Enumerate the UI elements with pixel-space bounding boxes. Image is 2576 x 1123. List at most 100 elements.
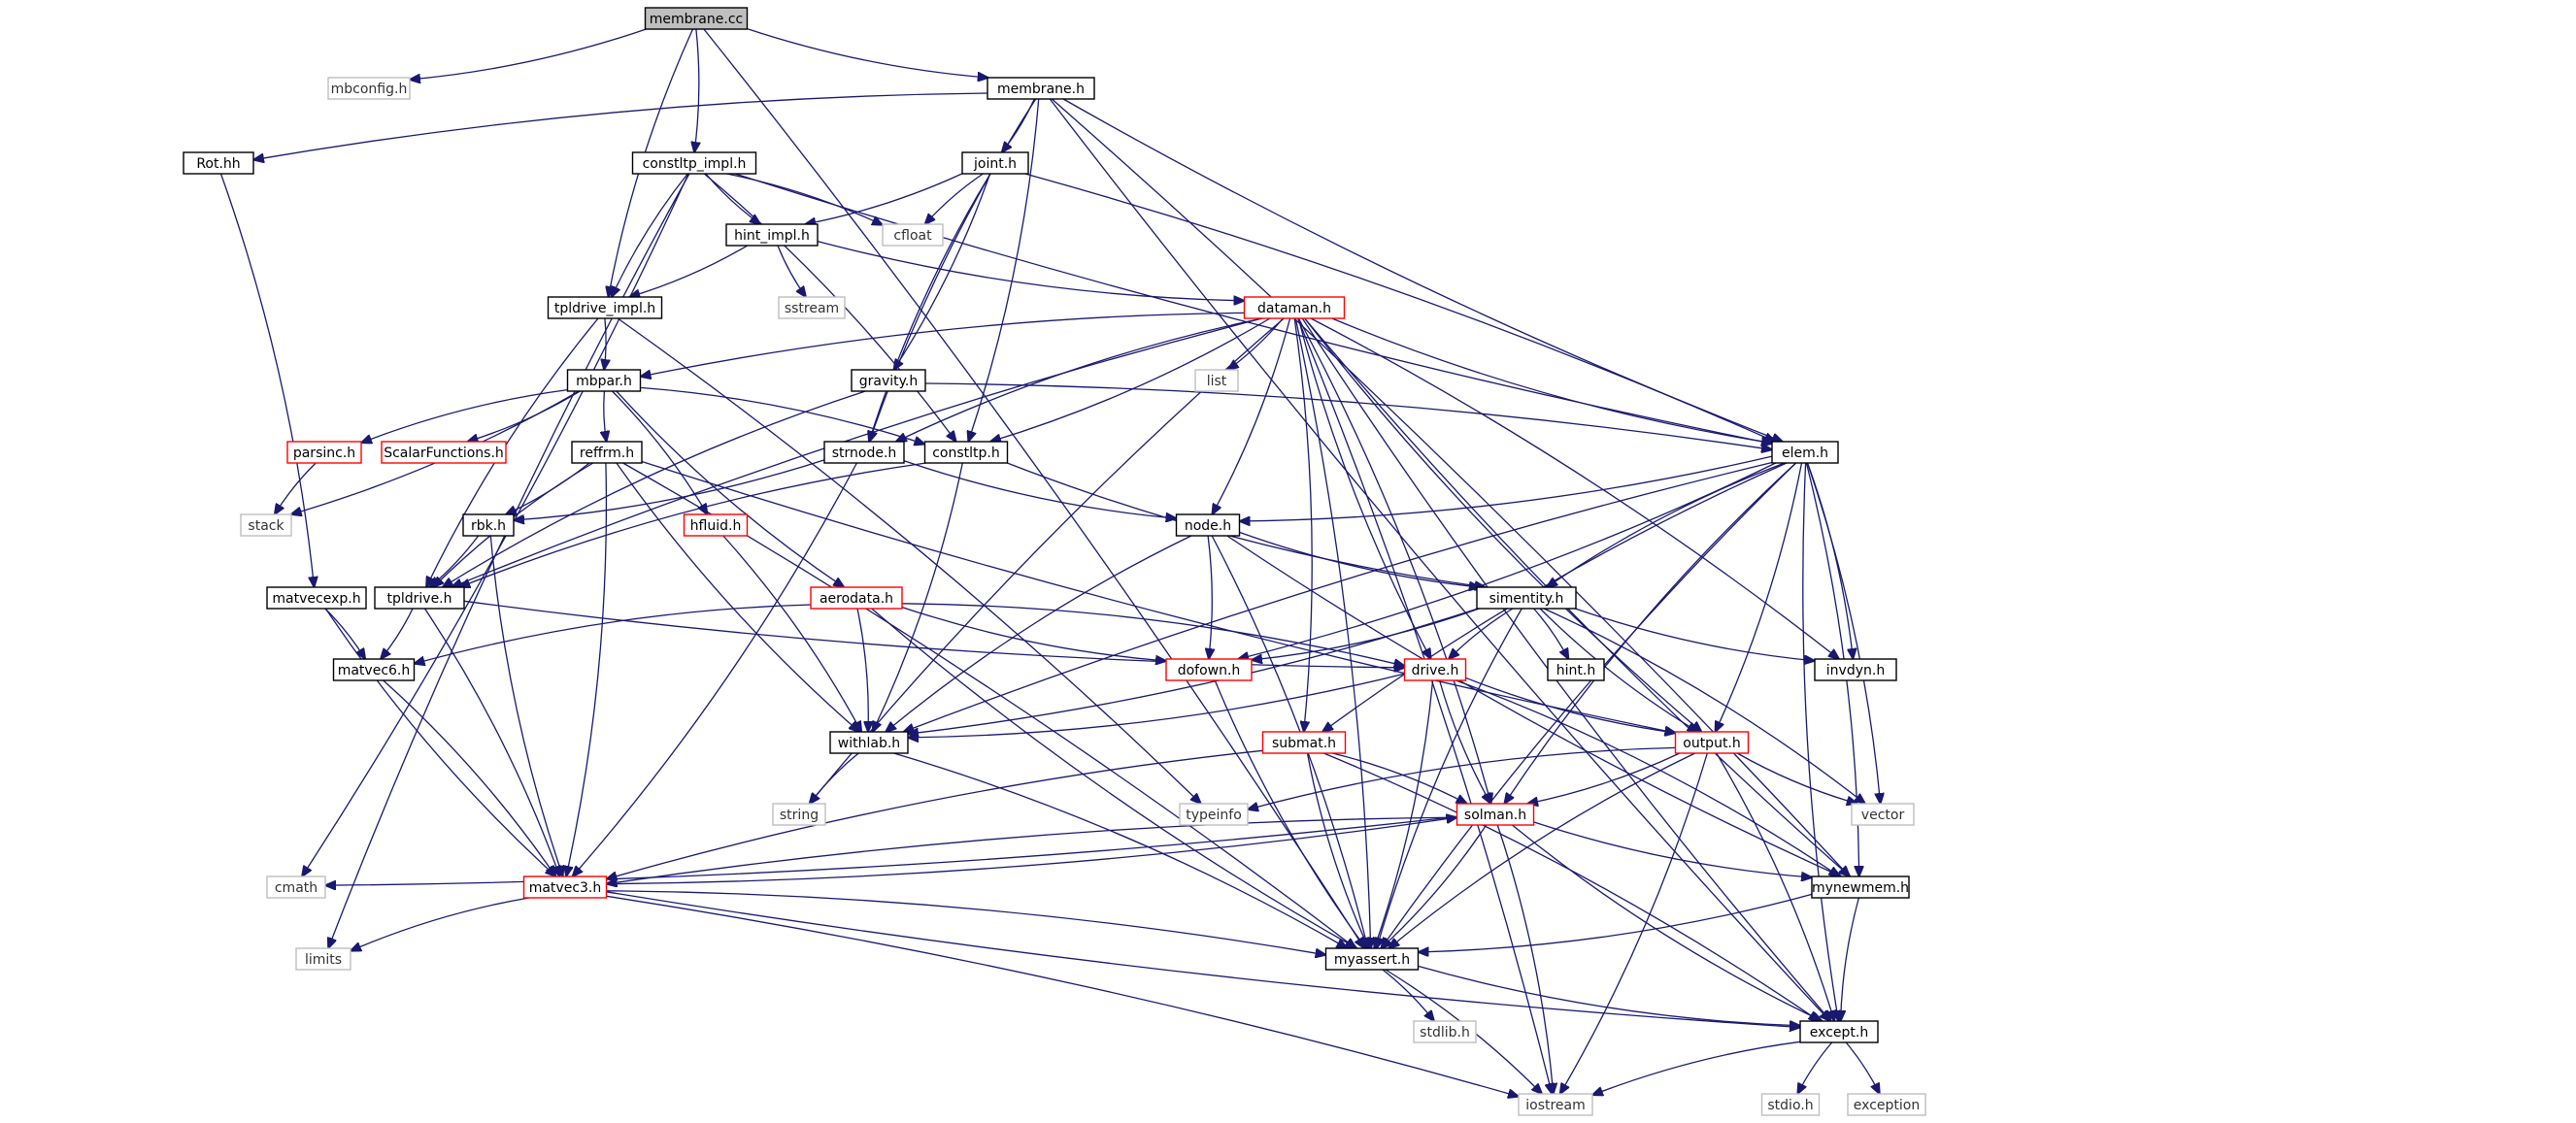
node-limits: limits: [295, 947, 351, 971]
node-box: [631, 151, 757, 175]
node-mbpar[interactable]: mbpar.h: [566, 369, 642, 392]
node-box: [644, 7, 749, 30]
edge-mbpar-to-reffrm: [604, 390, 607, 442]
edge-hint_impl-to-tpldrive_impl: [629, 245, 749, 297]
node-stack: stack: [240, 513, 292, 537]
node-parsinc[interactable]: parsinc.h: [286, 441, 362, 464]
node-box: [286, 441, 362, 464]
node-output[interactable]: output.h: [1674, 731, 1750, 754]
node-gravity[interactable]: gravity.h: [851, 369, 926, 392]
node-strnode[interactable]: strnode.h: [823, 441, 905, 464]
edge-mbpar-to-constltp: [640, 386, 925, 444]
node-typeinfo: typeinfo: [1179, 803, 1249, 826]
edge-solman-to-cmath: [325, 815, 1457, 885]
node-box: [327, 77, 411, 100]
edge-gravity-to-elem: [924, 382, 1772, 449]
node-joint[interactable]: joint.h: [961, 151, 1029, 175]
node-simentity[interactable]: simentity.h: [1476, 586, 1577, 610]
node-box: [566, 369, 642, 392]
node-membrane_cc[interactable]: membrane.cc: [644, 7, 749, 30]
node-drive[interactable]: drive.h: [1403, 658, 1467, 681]
edge-constltp-to-simentity: [1007, 462, 1485, 587]
edge-dofown-to-myassert: [1214, 679, 1366, 948]
node-constltp_impl[interactable]: constltp_impl.h: [631, 151, 757, 175]
node-dofown[interactable]: dofown.h: [1165, 658, 1253, 681]
node-solman[interactable]: solman.h: [1455, 803, 1535, 826]
node-rbk[interactable]: rbk.h: [462, 513, 515, 537]
edge-gravity-to-tpldrive: [443, 390, 866, 587]
node-rot[interactable]: Rot.hh: [183, 151, 254, 175]
node-hint[interactable]: hint.h: [1547, 658, 1605, 681]
edge-constltp_impl-to-tpldrive_impl: [612, 173, 688, 297]
edge-tpldrive_impl-to-typeinfo: [617, 317, 1201, 804]
edge-dataman-to-output: [1304, 317, 1702, 732]
node-dataman[interactable]: dataman.h: [1243, 296, 1346, 319]
edge-drive-to-solman: [1438, 679, 1491, 804]
edge-drive-to-myassert: [1374, 679, 1434, 948]
node-tpldrive[interactable]: tpldrive.h: [374, 586, 465, 610]
edge-aerodata-to-matvec6: [415, 604, 812, 664]
node-box: [374, 586, 465, 610]
edge-parsinc-to-stack: [275, 462, 317, 514]
node-label: simentity.h: [1489, 591, 1564, 607]
node-constltp[interactable]: constltp.h: [923, 441, 1009, 464]
node-box: [1674, 731, 1750, 754]
edge-output-to-myassert: [1388, 752, 1695, 948]
node-elem[interactable]: elem.h: [1771, 441, 1839, 464]
node-box: [266, 586, 367, 610]
node-withlab[interactable]: withlab.h: [829, 731, 909, 754]
node-box: [571, 441, 643, 464]
node-matvecexp[interactable]: matvecexp.h: [266, 586, 367, 610]
edge-output-to-solman: [1527, 752, 1681, 804]
node-label: invdyn.h: [1826, 663, 1885, 678]
node-except[interactable]: except.h: [1799, 1020, 1879, 1043]
node-box: [810, 586, 903, 610]
edge-solman-to-mynewmem: [1533, 821, 1813, 877]
node-label: list: [1207, 374, 1227, 389]
edge-elem-to-invdyn: [1806, 462, 1854, 659]
node-label: reffrm.h: [580, 446, 634, 461]
edge-dataman-to-node: [1212, 317, 1291, 514]
node-label: tpldrive.h: [386, 591, 452, 607]
node-label: stdlib.h: [1420, 1025, 1470, 1040]
edge-joint-to-cfloat: [925, 173, 984, 224]
node-matvec6[interactable]: matvec6.h: [332, 658, 416, 681]
edge-simentity-to-drive: [1449, 608, 1514, 659]
node-mynewmem[interactable]: mynewmem.h: [1811, 875, 1910, 899]
node-reffrm[interactable]: reffrm.h: [571, 441, 643, 464]
node-submat[interactable]: submat.h: [1261, 731, 1347, 754]
edge-joint-to-gravity: [893, 173, 991, 370]
node-hfluid[interactable]: hfluid.h: [683, 513, 749, 537]
node-tpldrive_impl[interactable]: tpldrive_impl.h: [547, 296, 663, 319]
edge-myassert-to-except: [1418, 965, 1801, 1025]
edge-submat-to-myassert: [1306, 752, 1369, 948]
node-label: stack: [248, 518, 284, 534]
node-label: aerodata.h: [820, 591, 893, 607]
node-aerodata[interactable]: aerodata.h: [810, 586, 903, 610]
edge-elem-to-output: [1716, 462, 1803, 732]
node-node[interactable]: node.h: [1175, 513, 1241, 537]
node-matvec3[interactable]: matvec3.h: [522, 875, 608, 899]
edge-strnode-to-node: [903, 460, 1177, 518]
edge-dataman-to-drive: [1297, 317, 1430, 659]
edge-simentity-to-hint: [1533, 608, 1569, 659]
edge-mynewmem-to-myassert: [1419, 893, 1813, 952]
edge-simentity-to-withlab: [908, 608, 1479, 734]
node-scalarfunctions[interactable]: ScalarFunctions.h: [381, 441, 507, 464]
node-myassert[interactable]: myassert.h: [1324, 947, 1420, 971]
edge-aerodata-to-withlab: [856, 608, 868, 732]
node-invdyn[interactable]: invdyn.h: [1814, 658, 1897, 681]
edge-dataman-to-iostream: [1296, 317, 1553, 1094]
node-label: node.h: [1185, 518, 1231, 534]
edge-mbpar-to-aerodata: [616, 390, 844, 587]
node-box: [882, 223, 944, 247]
edge-dataman-to-myassert: [1294, 317, 1370, 948]
edge-elem-to-dofown: [1238, 462, 1777, 659]
node-sstream: sstream: [778, 296, 846, 319]
node-label: sstream: [785, 301, 839, 316]
node-membrane_h[interactable]: membrane.h: [987, 77, 1095, 100]
edge-node-to-mynewmem: [1226, 535, 1841, 876]
node-box: [961, 151, 1029, 175]
node-hint_impl[interactable]: hint_impl.h: [725, 223, 819, 247]
edge-rot-to-matvecexp: [219, 173, 315, 587]
